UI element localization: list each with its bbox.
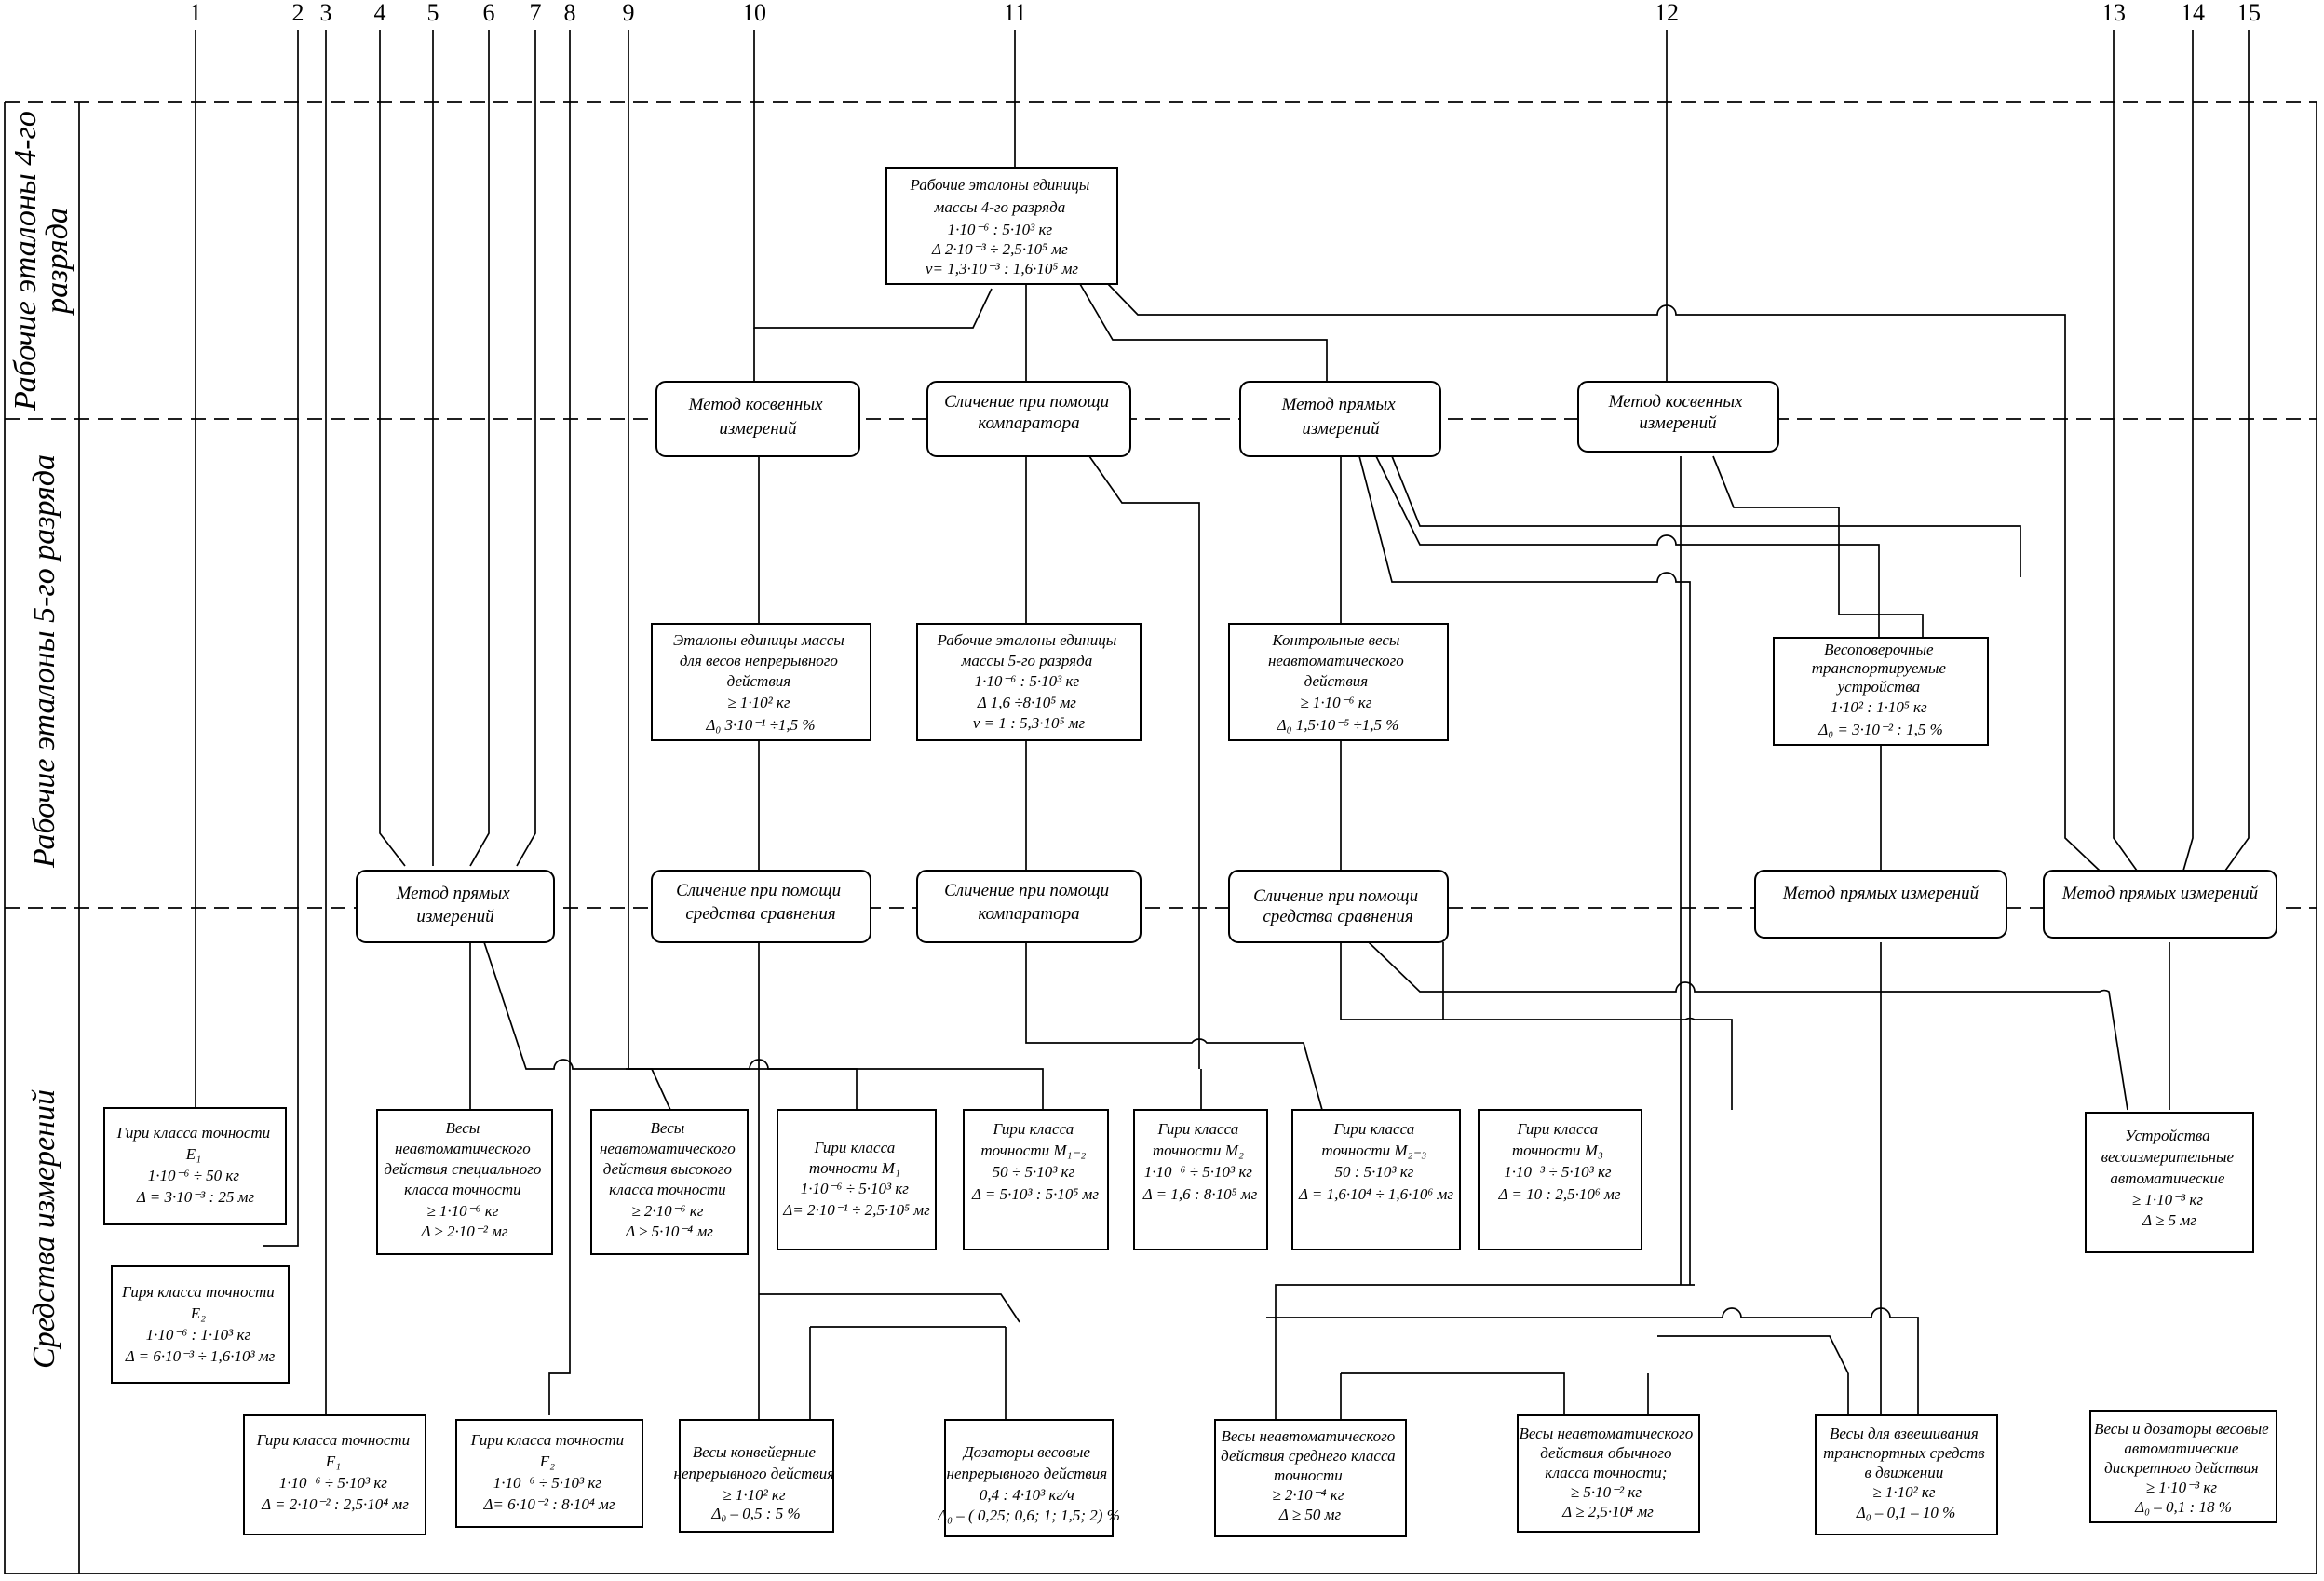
box-vehicle-scales: Весы для взвешивания транспортных средст… [1823, 1425, 1989, 1521]
box-scales-ordinary: Весы неавтоматического действия обычного… [1519, 1425, 1696, 1520]
box-scales-special: Весы неавтоматического действия специаль… [384, 1119, 545, 1240]
box-weights-e2: Гиря класса точности E₂ 1·10⁻⁶ : 1·10³ к… [121, 1283, 278, 1365]
svg-text:Рабочие эталоны 5-го разряда: Рабочие эталоны 5-го разряда [27, 454, 61, 869]
box-discrete-dosing: Весы и дозаторы весовые автоматические д… [2094, 1420, 2273, 1516]
box-weights-m3: Гири класса точности M₃ 1·10⁻³ ÷ 5·10³ к… [1498, 1120, 1621, 1203]
frame [4, 101, 2317, 1574]
box-dosing-continuous: Дозаторы весовые непрерывного действия 0… [937, 1443, 1120, 1524]
col-num: 9 [623, 0, 635, 26]
boxes [103, 167, 2277, 1537]
box-automatic-devices: Устройства весоизмерительные автоматичес… [2101, 1127, 2238, 1229]
col-num: 11 [1003, 0, 1026, 26]
box-weights-m12: Гири класса точности M₁₋₂ 50 ÷ 5·10³ кг … [971, 1120, 1099, 1203]
box-continuous-standards: Эталоны единицы массы для весов непрерыв… [673, 631, 848, 734]
svg-text:Средства измерений: Средства измерений [27, 1089, 61, 1369]
method-comparison-2: Сличение при помощи средства сравнения [1253, 886, 1423, 926]
box-weights-m1: Гири класса точности M₁ 1·10⁻⁶ ÷ 5·10³ к… [782, 1139, 930, 1219]
row-label-r1: Рабочие эталоны 4-го разряда [8, 111, 74, 412]
box-transportable-devices: Весоповерочные транспортируемые устройст… [1812, 641, 1950, 738]
col-num: 14 [2181, 0, 2205, 26]
box-weights-f1: Гири класса точности F₁ 1·10⁻⁶ ÷ 5·10³ к… [256, 1431, 414, 1513]
box-weights-e1: Гири класса точности E₁ 1·10⁻⁶ ÷ 50 кг Δ… [116, 1124, 275, 1206]
box-working-standards-5: Рабочие эталоны единицы массы 5-го разря… [936, 631, 1120, 732]
connectors [195, 30, 2250, 1420]
col-num: 12 [1655, 0, 1679, 26]
top-box: Рабочие эталоны единицы массы 4-го разря… [909, 176, 1093, 277]
col-num: 6 [483, 0, 495, 26]
col-num: 4 [374, 0, 386, 26]
svg-text:Рабочие эталоны 4-го: Рабочие эталоны 4-го [8, 111, 43, 412]
method-direct-1: Метод прямых измерений [1281, 395, 1400, 439]
col-num: 5 [427, 0, 439, 26]
col-num: 13 [2101, 0, 2126, 26]
col-num: 3 [320, 0, 332, 26]
box-control-scales: Контрольные весы неавтоматического дейст… [1268, 631, 1408, 734]
row-label-r3: Средства измерений [27, 1089, 61, 1369]
box-weights-m23: Гири класса точности M₂₋₃ 50 : 5·10³ кг … [1298, 1120, 1453, 1203]
method-comparison-1: Сличение при помощи средства сравнения [676, 881, 845, 924]
box-conveyor-scales: Весы конвейерные непрерывного действия ≥… [674, 1443, 839, 1522]
method-direct-3: Метод прямых измерений [1782, 884, 1979, 903]
col-num: 1 [190, 0, 202, 26]
col-num: 10 [742, 0, 766, 26]
box-weights-f2: Гири класса точности F₂ 1·10⁻⁶ ÷ 5·10³ к… [470, 1431, 628, 1513]
method-comparator-1: Сличение при помощи компаратора [944, 392, 1114, 433]
col-num: 15 [2236, 0, 2261, 26]
col-num: 7 [530, 0, 542, 26]
col-num: 8 [564, 0, 576, 26]
box-scales-high: Весы неавтоматического действия высокого… [600, 1119, 739, 1240]
box-scales-medium: Весы неавтоматического действия среднего… [1221, 1427, 1399, 1523]
method-indirect-1: Метод косвенных измерений [688, 395, 828, 439]
method-direct-4: Метод прямых измерений [2061, 884, 2259, 903]
row-label-r2: Рабочие эталоны 5-го разряда [27, 454, 61, 869]
box-weights-m2: Гири класса точности M₂ 1·10⁻⁶ ÷ 5·10³ к… [1142, 1120, 1258, 1203]
method-comparator-2: Сличение при помощи компаратора [944, 881, 1114, 924]
method-direct-2: Метод прямых измерений [396, 884, 515, 926]
col-num: 2 [292, 0, 304, 26]
method-indirect-2: Метод косвенных измерений [1608, 392, 1748, 433]
svg-text:разряда: разряда [40, 208, 74, 316]
column-numbers: 1 2 3 4 5 6 7 8 9 10 11 12 13 14 15 [190, 0, 2262, 26]
